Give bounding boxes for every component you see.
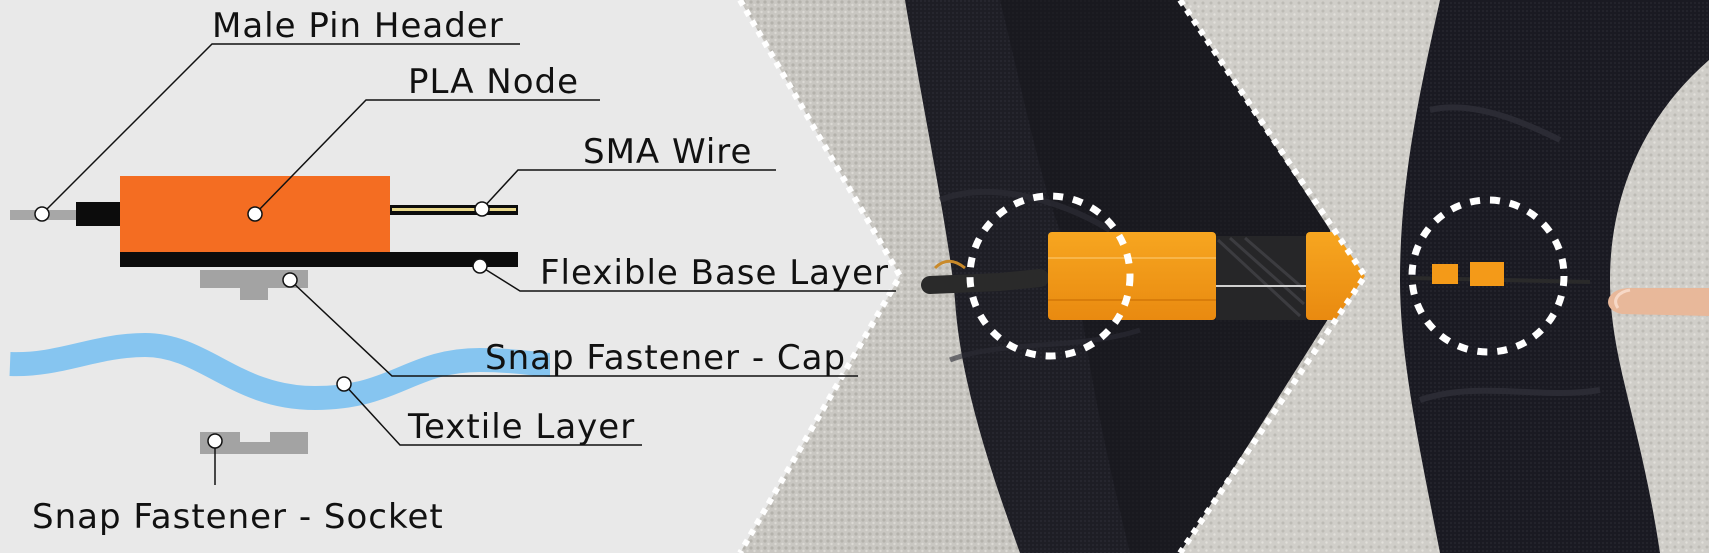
label-pla-node: PLA Node (408, 62, 579, 102)
label-male-pin-header: Male Pin Header (212, 6, 504, 46)
label-snap-fastener-socket: Snap Fastener - Socket (32, 497, 444, 537)
label-textile-layer: Textile Layer (407, 407, 635, 447)
male-pin-header-body (76, 202, 120, 226)
flexible-base-layer (120, 252, 518, 267)
small-node-left (1432, 264, 1458, 284)
label-snap-fastener-cap: Snap Fastener - Cap (485, 338, 846, 378)
label-flexible-base-layer: Flexible Base Layer (540, 253, 889, 293)
small-node-right (1470, 262, 1504, 286)
pin-header-cable (930, 278, 1040, 285)
label-sma-wire: SMA Wire (583, 132, 752, 172)
